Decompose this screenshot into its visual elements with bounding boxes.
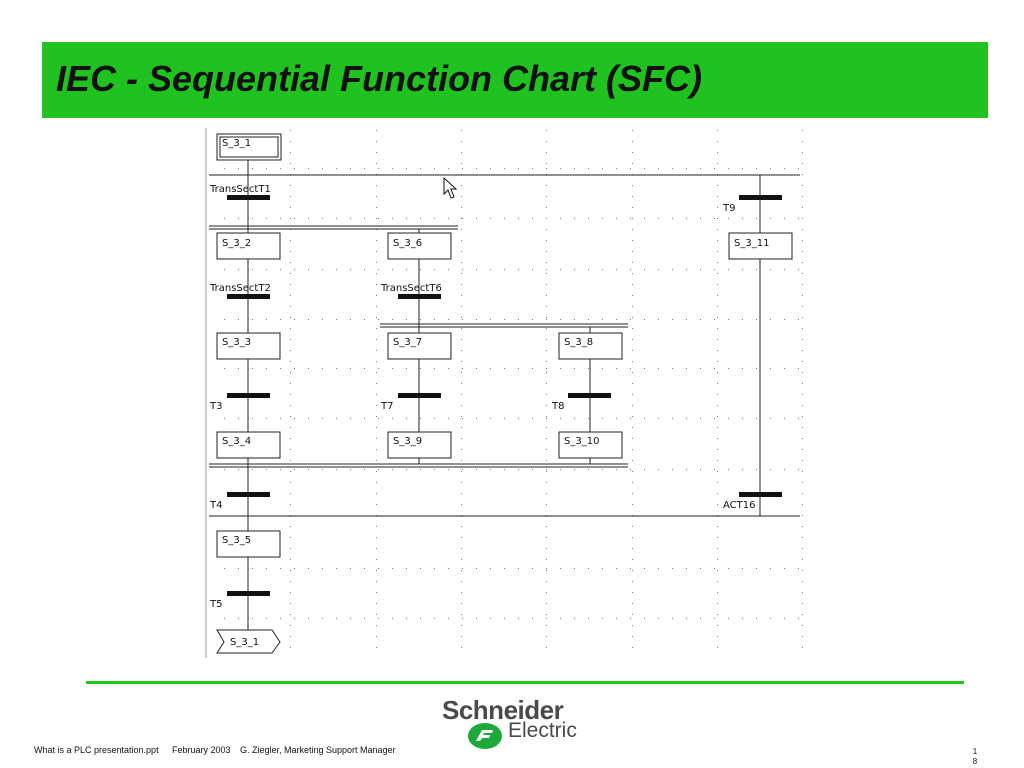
- transition-label-t2: TransSectT2: [209, 283, 271, 294]
- transition-bar-t8[interactable]: [568, 393, 611, 398]
- transition-label-t9: T9: [722, 203, 735, 214]
- step-label-s_3_4: S_3_4: [222, 436, 251, 447]
- initial-step-outer[interactable]: [216, 133, 282, 161]
- schneider-electric-logo: Schneider Electric: [442, 695, 592, 755]
- transition-bar-t9[interactable]: [739, 195, 782, 200]
- transition-bar-t4[interactable]: [227, 492, 270, 497]
- transition-label-act16: ACT16: [723, 500, 755, 511]
- transition-bar-t6[interactable]: [398, 294, 441, 299]
- step-s_3_6[interactable]: [387, 232, 452, 260]
- logo-line2: Electric: [508, 719, 577, 742]
- footer-date: February 2003: [172, 745, 231, 755]
- step-label-s_3_7: S_3_7: [393, 337, 422, 348]
- footer-file: What is a PLC presentation.ppt: [34, 745, 159, 755]
- transition-bar-act16[interactable]: [739, 492, 782, 497]
- step-s_3_5[interactable]: [216, 530, 281, 558]
- transition-bar-t5[interactable]: [227, 591, 270, 596]
- sfc-diagram: S_3_1 S_3_2 S_3_3 S_3_4 S_3_5 S_3_6 S_3_…: [204, 126, 810, 660]
- slide-title: IEC - Sequential Function Chart (SFC): [56, 58, 702, 99]
- initial-step-inner: [219, 136, 279, 158]
- mouse-cursor-icon: [443, 176, 458, 199]
- footer-author: G. Ziegler, Marketing Support Manager: [240, 745, 396, 755]
- step-label-s_3_8: S_3_8: [564, 337, 593, 348]
- transition-label-t5: T5: [209, 599, 222, 610]
- page-number: 1 8: [970, 747, 980, 767]
- step-s_3_4[interactable]: [216, 431, 281, 459]
- transition-bar-t7[interactable]: [398, 393, 441, 398]
- transition-label-t4: T4: [209, 500, 222, 511]
- step-label-s_3_5: S_3_5: [222, 535, 251, 546]
- grid-dots: [224, 130, 803, 648]
- jump-arrow[interactable]: [216, 629, 281, 654]
- step-s_3_11[interactable]: [728, 232, 793, 260]
- jump-label: S_3_1: [230, 637, 259, 648]
- footer-green-rule: [86, 681, 964, 684]
- step-s_3_2[interactable]: [216, 232, 281, 260]
- transition-label-t8: T8: [551, 401, 564, 412]
- page-number-line2: 8: [972, 757, 978, 766]
- transition-label-t7: T7: [380, 401, 393, 412]
- step-s_3_9[interactable]: [387, 431, 452, 459]
- step-s_3_7[interactable]: [387, 332, 452, 360]
- step-s_3_3[interactable]: [216, 332, 281, 360]
- step-s_3_8[interactable]: [558, 332, 623, 360]
- step-label-s_3_11: S_3_11: [734, 238, 769, 249]
- transition-label-t6: TransSectT6: [380, 283, 442, 294]
- step-label-s_3_6: S_3_6: [393, 238, 422, 249]
- step-label-s_3_2: S_3_2: [222, 238, 251, 249]
- logo-line1: Schneider: [442, 695, 564, 725]
- step-s_3_10[interactable]: [558, 431, 623, 459]
- step-label-s_3_10: S_3_10: [564, 436, 599, 447]
- sfc-canvas: S_3_1 S_3_2 S_3_3 S_3_4 S_3_5 S_3_6 S_3_…: [205, 128, 803, 658]
- step-label-s_3_3: S_3_3: [222, 337, 251, 348]
- page-number-line1: 1: [972, 747, 978, 756]
- step-label-s_3_1: S_3_1: [222, 138, 251, 149]
- logo-mark-icon: [468, 723, 502, 749]
- step-label-s_3_9: S_3_9: [393, 436, 422, 447]
- transition-bar-t1[interactable]: [227, 195, 270, 200]
- title-bar: IEC - Sequential Function Chart (SFC): [42, 42, 988, 118]
- transition-bar-t2[interactable]: [227, 294, 270, 299]
- transition-label-t1: TransSectT1: [209, 184, 271, 195]
- transition-label-t3: T3: [209, 401, 222, 412]
- transition-bar-t3[interactable]: [227, 393, 270, 398]
